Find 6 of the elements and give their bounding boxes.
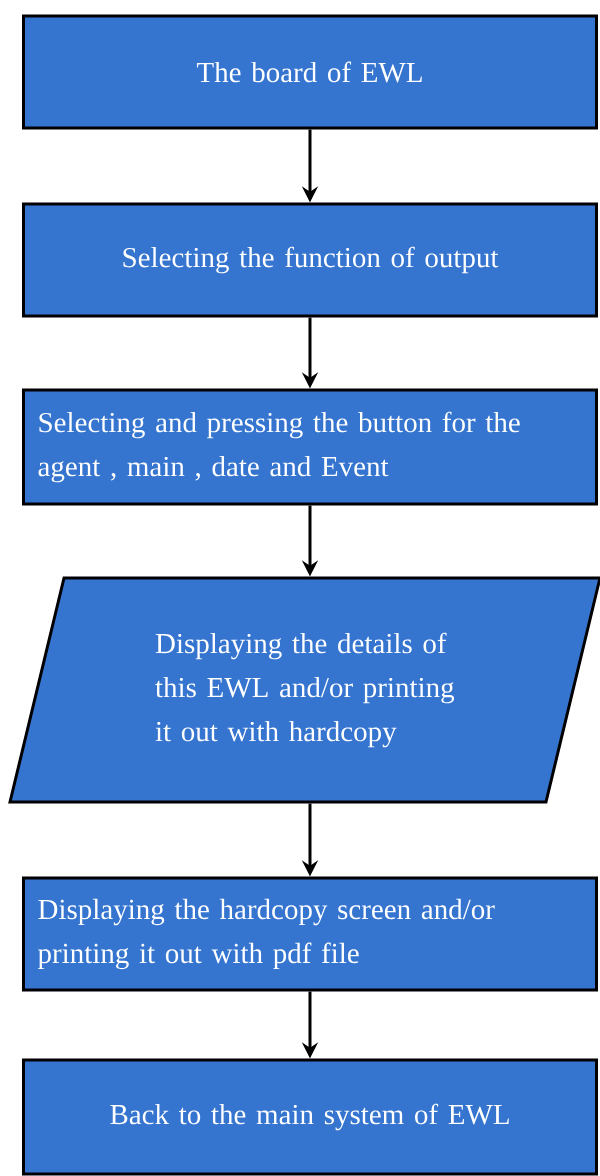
- input-output-parallelogram: Displaying the details of this EWL and/or printing it out with hardcopy: [8, 576, 600, 804]
- process-box: Displaying the hardcopy screen and/or printing it out with pdf file: [22, 876, 598, 992]
- process-box: The board of EWL: [22, 14, 598, 130]
- process-box: Back to the main system of EWL: [22, 1058, 598, 1176]
- process-box: Selecting and pressing the button for the agent , main , date and Event: [22, 388, 598, 506]
- process-box: Selecting the function of output: [22, 202, 598, 318]
